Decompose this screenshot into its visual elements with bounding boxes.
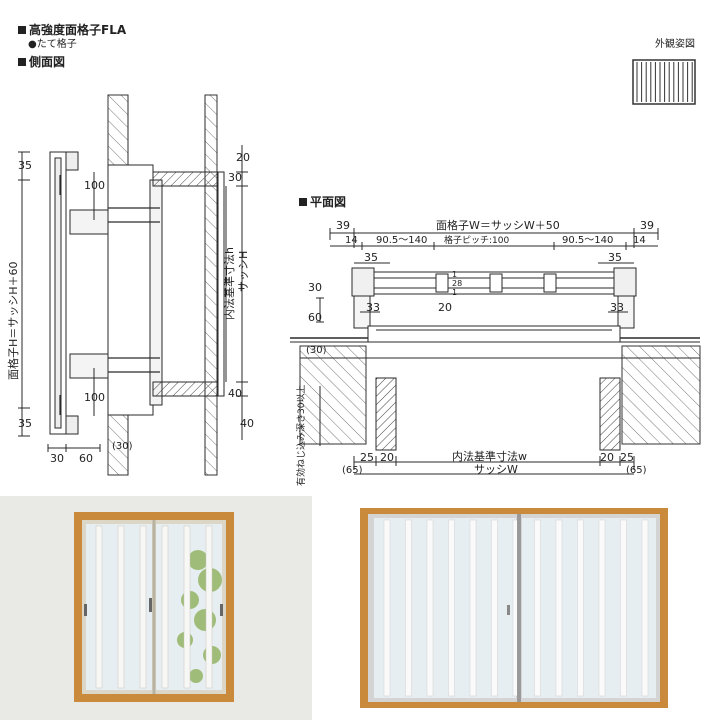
dim-40-a: 40 [228, 387, 242, 400]
dim-60-plan: 60 [308, 311, 322, 324]
dim-14-right: 14 [633, 235, 646, 246]
grille-bar [469, 519, 477, 697]
dim-28: 28 [452, 279, 463, 288]
dim-39-left: 39 [336, 219, 350, 232]
photo-window-front [360, 508, 668, 708]
dim-1b: 1 [452, 288, 458, 297]
dim-65-right: (65) [626, 465, 647, 476]
side-view-title: 側面図 [18, 56, 65, 68]
exterior-grille-icon [632, 59, 696, 105]
plan-inner-label: 内法基準寸法w [452, 450, 527, 463]
dim-35-top: 35 [18, 159, 32, 172]
grille-bar [139, 525, 147, 689]
dim-39-right: 39 [640, 219, 654, 232]
dim-30-plan: 30 [308, 281, 322, 294]
screw-note: 有効ねじ込み深さ30以上 [297, 384, 307, 486]
plan-view-drawing [290, 228, 701, 475]
side-sash-label: サッシH [237, 250, 250, 292]
dim-33-right: 33 [610, 301, 624, 314]
grille-bar [534, 519, 541, 697]
grille-bar [405, 519, 412, 697]
dim-65-left: (65) [342, 465, 363, 476]
range-left: 90.5〜140 [376, 235, 428, 246]
grille-bar [117, 525, 125, 689]
dim-20-left: 20 [380, 451, 394, 464]
subtitle: ●たて格子 [28, 39, 77, 50]
dim-30-left: 30 [50, 452, 64, 465]
side-view-drawing [18, 94, 248, 476]
grille-bar [161, 525, 169, 689]
grille-bar [620, 519, 627, 697]
dim-35-left: 35 [364, 251, 378, 264]
dim-40-b: 40 [240, 417, 254, 430]
grille-bar [641, 519, 649, 697]
plan-bar-section [435, 273, 449, 293]
dim-33-left: 33 [366, 301, 380, 314]
plan-sash-label: サッシW [474, 463, 518, 476]
side-inner-label: 内法基準寸法h [223, 247, 236, 320]
dim-25-left: 25 [360, 451, 374, 464]
plan-bar-section [543, 273, 557, 293]
dim-30-paren-plan: (30) [306, 345, 327, 356]
photo-interior-window [0, 496, 312, 720]
dim-20-center: 20 [438, 301, 452, 314]
plan-width-label: 面格子W＝サッシW＋50 [436, 219, 560, 232]
plan-view-title: 平面図 [299, 196, 346, 208]
side-height-label: 面格子H＝サッシH＋60 [7, 261, 20, 380]
plan-bar-section [489, 273, 503, 293]
dim-35-right: 35 [608, 251, 622, 264]
grille-bar [95, 525, 103, 689]
dim-30-top: 30 [228, 171, 242, 184]
grille-bar [491, 519, 498, 697]
dim-20: 20 [236, 151, 250, 164]
range-right: 90.5〜140 [562, 235, 614, 246]
grille-bar [205, 525, 213, 689]
dim-100-bottom: 100 [84, 391, 105, 404]
grille-bar [183, 525, 191, 689]
dim-25-right: 25 [620, 451, 634, 464]
pitch-label: 格子ピッチ:100 [444, 236, 510, 246]
grille-bar [426, 519, 434, 697]
dim-35-bottom: 35 [18, 417, 32, 430]
dim-30-paren: (30) [112, 441, 133, 452]
dim-1: 1 [452, 270, 458, 279]
dim-14-left: 14 [345, 235, 358, 246]
grille-bar [448, 519, 455, 697]
dim-20-right: 20 [600, 451, 614, 464]
grille-bar [383, 519, 391, 697]
exterior-view-title: 外観姿図 [655, 39, 695, 50]
dim-100-top: 100 [84, 179, 105, 192]
grille-bar [577, 519, 584, 697]
grille-bar [555, 519, 563, 697]
dim-60: 60 [79, 452, 93, 465]
main-title: 高強度面格子FLA [18, 24, 126, 36]
grille-bar [598, 519, 606, 697]
